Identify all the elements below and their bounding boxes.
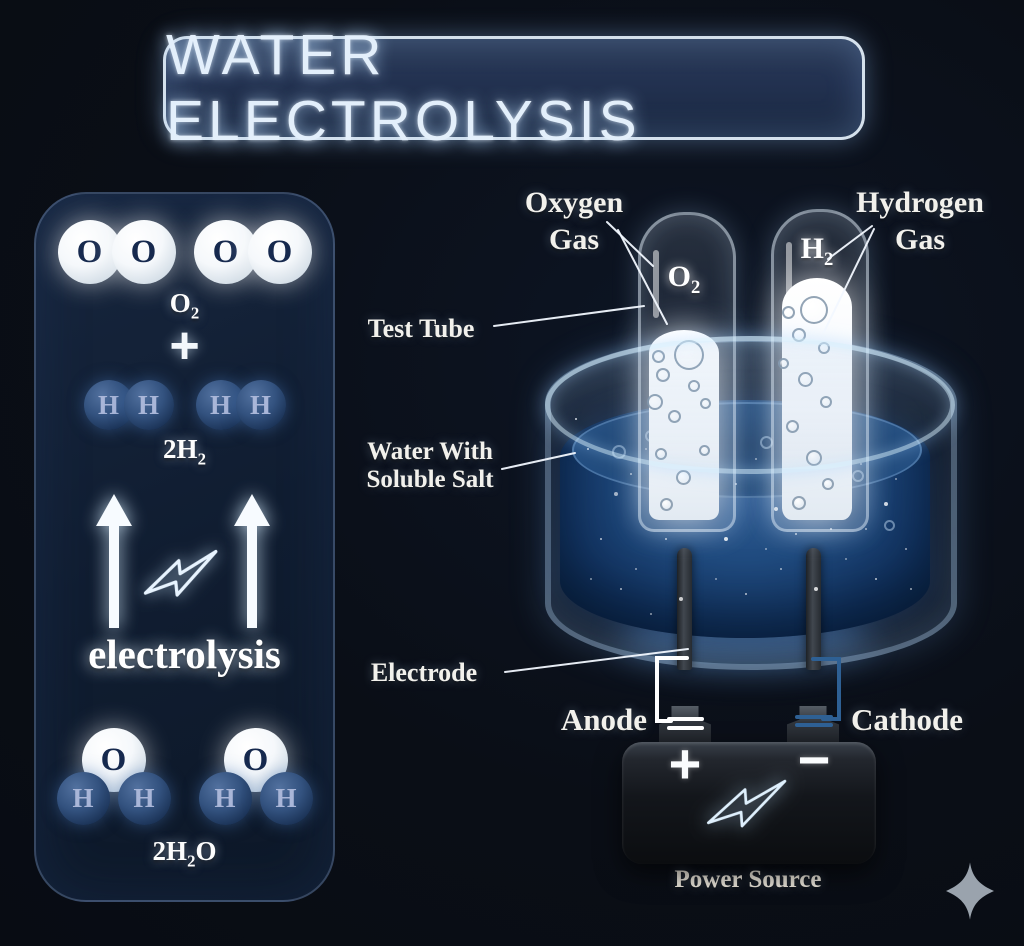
water-formula-label: 2H2O	[152, 836, 217, 871]
bubble	[782, 306, 795, 319]
sparkle-icon	[946, 862, 994, 920]
bubble	[660, 498, 673, 511]
bubble	[884, 520, 895, 531]
electrode-cathode-rod	[806, 548, 821, 670]
water-label: Water With Soluble Salt	[366, 438, 494, 493]
beaker-rim	[545, 336, 955, 474]
oxygen-molecule: O O	[193, 220, 312, 284]
lightning-bolt-icon	[143, 549, 218, 597]
bubble	[792, 496, 806, 510]
oxygen-tube-formula: O2	[667, 260, 701, 298]
oxygen-atom: O	[193, 220, 258, 284]
oxygen-formula-label: O2	[169, 288, 200, 323]
hydrogen-atom: H	[259, 772, 313, 825]
hydrogen-atom: H	[56, 772, 110, 825]
oxygen-molecule-row: O O O O	[36, 220, 333, 284]
battery-positive-symbol: +	[668, 732, 702, 795]
bubble	[800, 296, 828, 324]
anode-label: Anode	[560, 702, 648, 737]
water-molecule: O H H	[198, 728, 313, 826]
title-banner: WATER ELECTROLYSIS	[163, 23, 865, 153]
hydrogen-molecule-row: H H H H	[36, 380, 333, 430]
hydrogen-atom: H	[117, 772, 171, 825]
hydrogen-atom: H	[235, 380, 286, 430]
oxygen-gas-label: Oxygen Gas	[524, 186, 624, 256]
bubble	[852, 470, 864, 482]
cathode-label: Cathode	[851, 702, 963, 737]
page-title: WATER ELECTROLYSIS	[166, 23, 641, 153]
arrow-up-icon	[234, 494, 270, 628]
test-tube-label: Test Tube	[367, 314, 475, 343]
water-molecule: O H H	[56, 728, 171, 826]
arrow-up-icon	[96, 494, 132, 628]
plus-sign: +	[169, 317, 200, 375]
hydrogen-atom: H	[123, 380, 174, 430]
oxygen-atom: O	[247, 220, 312, 284]
oxygen-molecule: O O	[57, 220, 176, 284]
power-source-label: Power Source	[674, 866, 822, 893]
tube-highlight	[786, 242, 792, 300]
molecule-panel: O O O O O2 + H H H H 2H2	[34, 192, 335, 902]
electrode-anode-rod	[677, 548, 692, 670]
hydrogen-molecule: H H	[195, 380, 286, 430]
oxygen-atom: O	[111, 220, 176, 284]
bubble	[822, 478, 834, 490]
battery-negative-symbol: −	[797, 728, 831, 791]
oxygen-atom: O	[57, 220, 122, 284]
pointer-line	[493, 305, 645, 327]
electrode-label: Electrode	[370, 658, 478, 687]
bubble	[676, 470, 691, 485]
lightning-bolt-icon	[706, 779, 787, 828]
hydrogen-formula-label: 2H2	[163, 434, 206, 469]
hydrogen-molecule: H H	[83, 380, 174, 430]
hydrogen-gas-label: Hydrogen Gas	[856, 186, 984, 256]
hydrogen-tube-formula: H2	[800, 232, 834, 270]
electrolysis-label: electrolysis	[88, 631, 281, 677]
hydrogen-atom: H	[198, 772, 252, 825]
water-molecule-row: O H H O H H	[36, 728, 333, 826]
